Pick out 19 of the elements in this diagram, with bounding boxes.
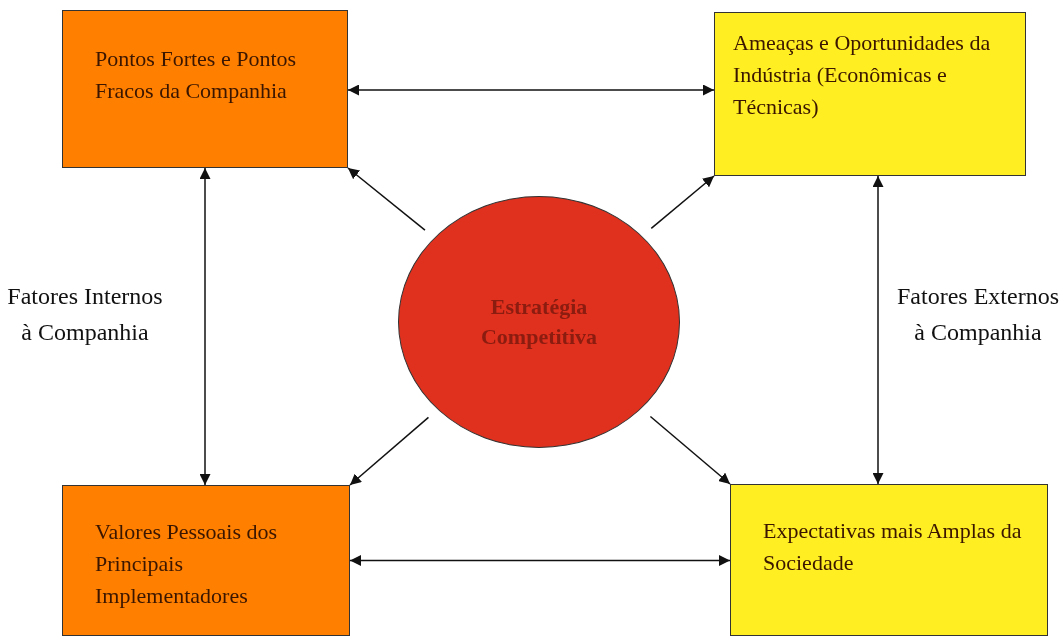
arrow — [872, 175, 884, 485]
box-text: Ameaças e Oportunidades da Indústria (Econômicas e Técnicas) — [733, 29, 992, 121]
arrow — [349, 416, 430, 486]
arrow — [347, 84, 715, 96]
box-text: Valores Pessoais dos Principais Implementadores — [95, 518, 279, 610]
box-text: Expectativas mais Amplas da Sociedade — [763, 517, 1023, 577]
arrow — [347, 167, 426, 231]
arrow — [650, 175, 715, 230]
arrow — [649, 415, 731, 485]
arrow — [349, 555, 731, 566]
arrow — [199, 167, 211, 486]
side-label: Fatores Externos à Companhia — [896, 282, 1060, 347]
process-box — [730, 484, 1048, 636]
process-box — [62, 10, 348, 168]
process-box — [714, 12, 1026, 176]
process-box — [62, 485, 350, 636]
circle-title: Estratégia Competitiva — [479, 293, 599, 351]
box-text: Pontos Fortes e Pontos Fracos da Companhia — [95, 45, 298, 105]
side-label: Fatores Internos à Companhia — [6, 282, 164, 347]
